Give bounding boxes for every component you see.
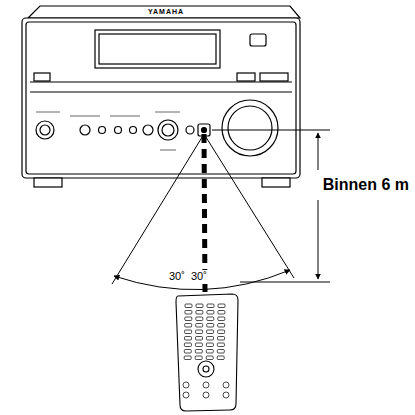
remote-button	[203, 382, 209, 388]
remote-button	[207, 317, 214, 321]
remote-button	[183, 392, 189, 398]
remote-button	[185, 324, 192, 328]
remote-button	[218, 324, 225, 328]
remote-button	[183, 382, 189, 388]
brand-logo: YAMAHA	[148, 8, 184, 16]
remote-button	[184, 350, 191, 354]
remote-button	[207, 311, 214, 315]
remote-button	[195, 356, 202, 360]
remote-button	[217, 350, 224, 354]
remote-button	[206, 343, 213, 347]
dimension-lines	[212, 130, 330, 282]
angle-label: 30˚	[190, 270, 208, 282]
angle-label: 30˚	[168, 270, 186, 282]
remote-button	[196, 324, 203, 328]
remote-button	[185, 304, 192, 308]
remote-button	[185, 317, 192, 321]
remote-button	[184, 356, 191, 360]
remote-button	[218, 311, 225, 315]
remote-button	[218, 337, 225, 341]
remote-button	[195, 343, 202, 347]
remote-button	[203, 392, 209, 398]
receiver-unit	[22, 6, 300, 187]
remote-button	[217, 356, 224, 360]
remote-control	[176, 294, 238, 411]
remote-button	[195, 350, 202, 354]
remote-button	[207, 324, 214, 328]
remote-button	[223, 382, 229, 388]
remote-button	[207, 330, 214, 334]
remote-button	[206, 350, 213, 354]
remote-button	[207, 304, 214, 308]
remote-button	[218, 330, 225, 334]
remote-button	[196, 317, 203, 321]
remote-button	[196, 337, 203, 341]
distance-label: Binnen 6 m	[322, 176, 410, 194]
remote-button	[185, 337, 192, 341]
remote-button	[223, 392, 229, 398]
remote-button	[207, 337, 214, 341]
remote-button	[196, 304, 203, 308]
remote-button	[185, 330, 192, 334]
remote-button	[218, 317, 225, 321]
reception-cone	[112, 134, 294, 292]
remote-button	[196, 311, 203, 315]
remote-button	[185, 311, 192, 315]
remote-button	[217, 343, 224, 347]
remote-button	[184, 343, 191, 347]
remote-button	[196, 330, 203, 334]
remote-button	[206, 356, 213, 360]
remote-button	[218, 304, 225, 308]
